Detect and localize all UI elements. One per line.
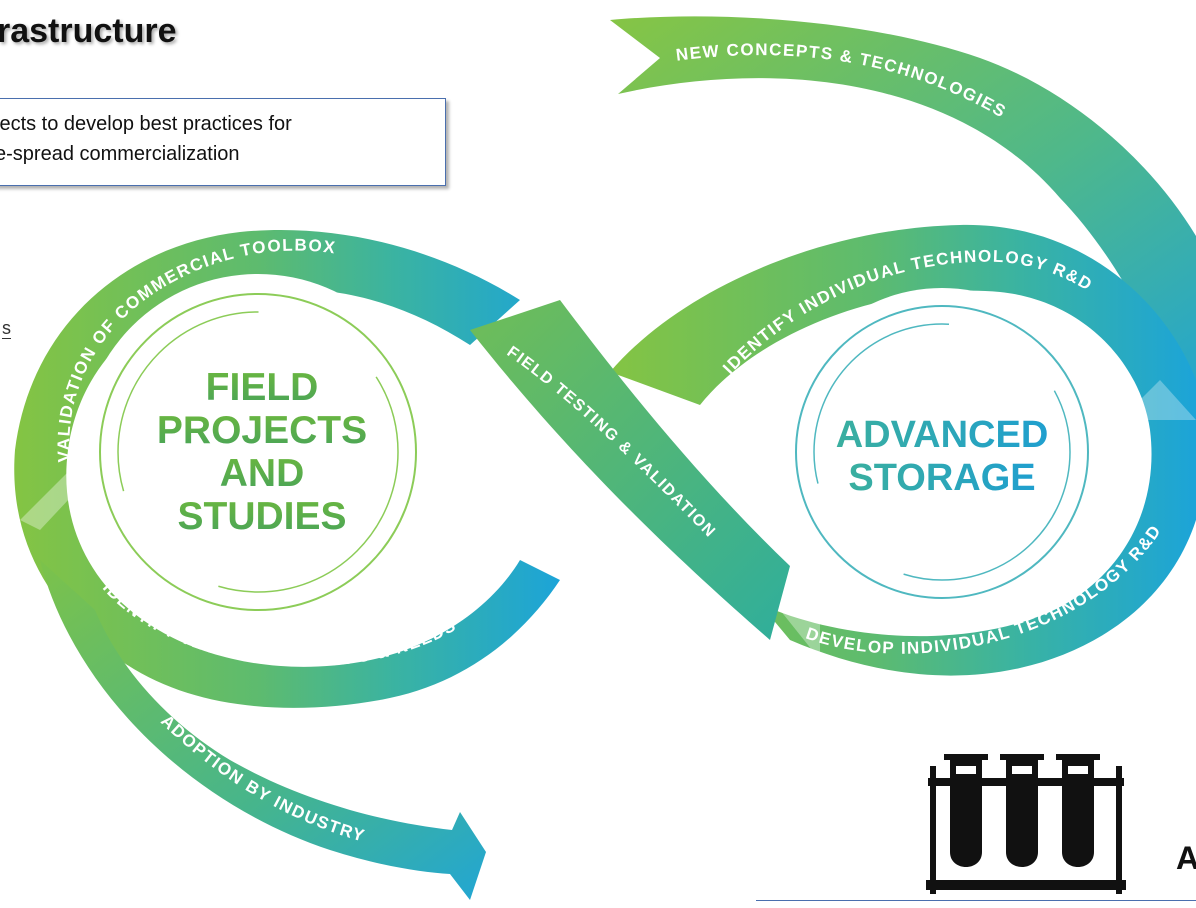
arrowhead-left-loop — [20, 470, 105, 530]
slide-title: rastructure — [0, 12, 177, 50]
link-fragment[interactable]: s — [2, 318, 11, 339]
band-new-concepts — [610, 16, 1196, 431]
right-center-line-1: ADVANCED — [836, 414, 1049, 456]
right-center: ADVANCED STORAGE — [778, 288, 1106, 616]
band-field-testing — [470, 300, 790, 640]
corner-label: A — [1176, 840, 1196, 876]
left-center-line-1: FIELD — [206, 366, 319, 409]
left-center-line-4: STUDIES — [177, 495, 346, 538]
link-fragment-text: s — [2, 318, 11, 338]
left-center-line-2: PROJECTS — [157, 409, 367, 452]
left-center-line-3: AND — [220, 452, 305, 495]
band-right-loop — [610, 224, 1196, 676]
bottom-divider — [756, 900, 1196, 901]
arrowhead-right-loop — [1120, 380, 1196, 420]
test-tube-rack-icon — [926, 754, 1126, 894]
callout-box: jects to develop best practices for e-sp… — [0, 98, 446, 186]
band-adoption — [40, 560, 486, 900]
arrowhead-develop — [780, 590, 820, 660]
callout-line-1: jects to develop best practices for — [0, 113, 292, 135]
left-center: FIELD PROJECTS AND STUDIES — [80, 274, 436, 630]
callout-line-2: e-spread commercialization — [0, 143, 240, 165]
right-center-line-2: STORAGE — [848, 457, 1035, 499]
